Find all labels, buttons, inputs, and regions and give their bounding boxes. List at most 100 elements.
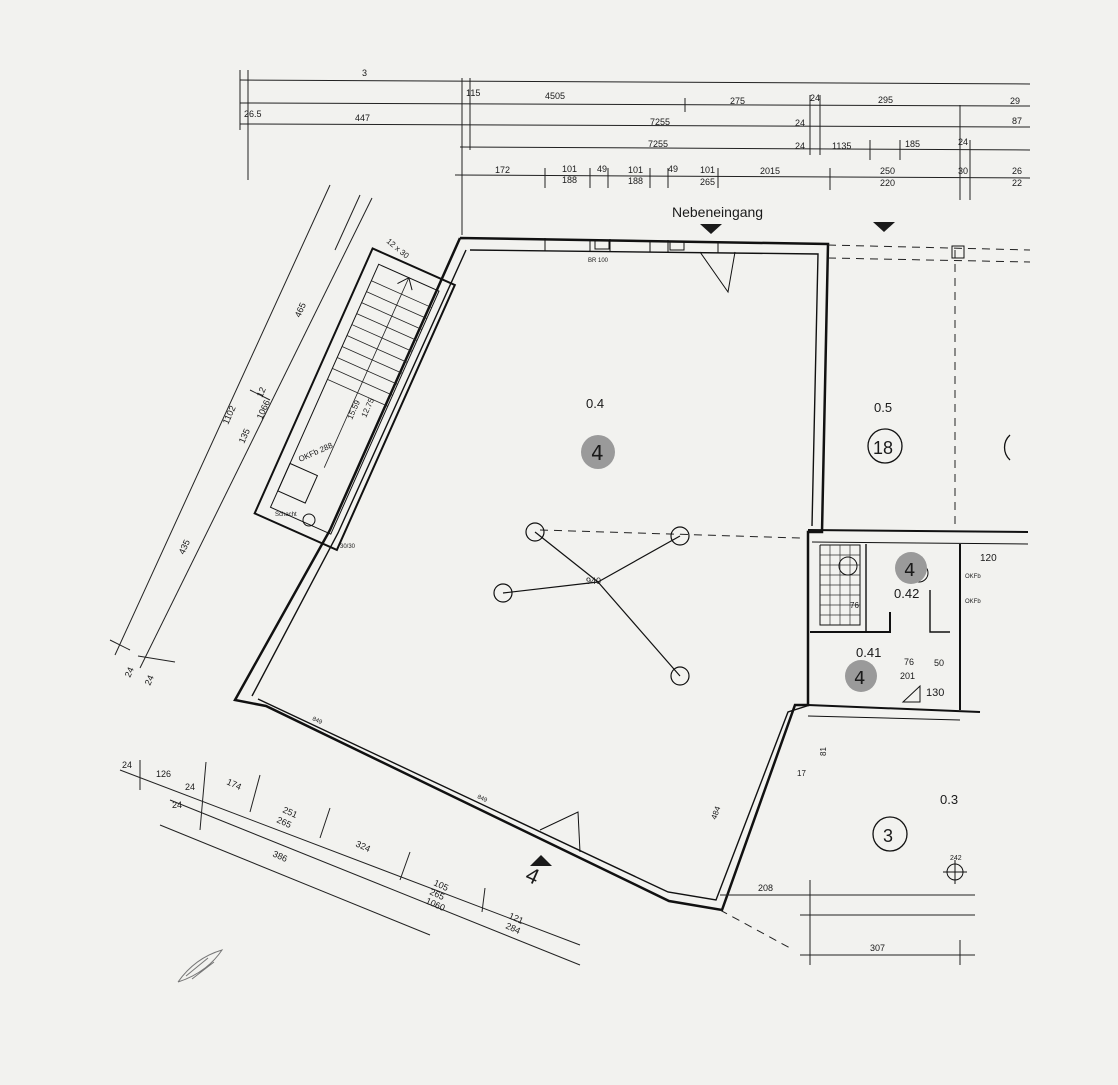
dim-top-4-9: 265 [700, 177, 715, 187]
dim-bottom-3: 24 [185, 782, 195, 792]
dim-left-8: 12 [255, 386, 268, 399]
dim-bottom-5: 24 [172, 800, 182, 810]
dim-top-3-3: 1135 [832, 141, 851, 151]
dim-top-2-1: 26.5 [244, 109, 262, 119]
dim-left-5: 435 [177, 538, 192, 556]
dim-top-1-6: 295 [878, 95, 893, 105]
light-fixtures [493, 522, 690, 686]
dim-top-1-3: 4505 [545, 91, 565, 101]
light-icon-4 [670, 666, 690, 686]
entrance-arrow-icon-2 [873, 222, 895, 232]
dim-right-6: 201 [900, 671, 915, 681]
light-icon-2 [670, 526, 690, 546]
misc-label-242: 242 [950, 855, 962, 862]
misc-label-okfb-2: OKFb [965, 599, 981, 605]
light-icon-3 [493, 583, 513, 603]
right-block-walls [807, 529, 1029, 721]
main-door-swing [539, 811, 581, 853]
room-badge-wc-label: 4 [854, 668, 865, 689]
main-room-area: 940 [586, 576, 601, 586]
dim-right-5: 50 [934, 658, 944, 668]
signature-mark [177, 949, 224, 983]
dim-top-3-1: 7255 [648, 139, 668, 149]
main-walls [233, 236, 830, 912]
dim-top-3-2: 24 [795, 141, 805, 151]
room-badge-side-label: 18 [873, 438, 893, 458]
left-dimension-labels: 465 1102 135 1066 435 24 24 12 [123, 301, 308, 687]
dim-bottom-9: 386 [271, 849, 289, 864]
dim-top-4-6: 188 [628, 176, 643, 186]
misc-label-76: 76 [850, 601, 859, 610]
window-label-door: 81 [819, 747, 828, 756]
stair-label-size: 30/30 [340, 544, 356, 550]
dim-top-4-11: 250 [880, 166, 895, 176]
dim-top-4-15: 22 [1012, 178, 1022, 188]
dim-top-2-5: 87 [1012, 116, 1022, 126]
stair-label-tread: 12.75 [360, 396, 377, 418]
left-dimension-chain [109, 184, 373, 669]
room-badge-side [867, 428, 903, 464]
dim-right-1: 208 [758, 883, 773, 893]
bottom-dimension-labels: 24 126 24 174 24 251 265 324 386 105 265… [122, 760, 525, 936]
dim-left-6: 24 [123, 666, 136, 679]
main-entrance-arrow-icon [530, 855, 552, 866]
shaft-icon [302, 513, 316, 527]
dim-top-1-4: 275 [730, 96, 745, 106]
dim-top-4-5: 101 [628, 165, 643, 175]
stair-label-rise: 15.59 [346, 398, 363, 420]
stair-label-okfb: OKFb 288 [297, 441, 334, 464]
dim-right-2: 307 [870, 943, 885, 953]
dim-top-4-10: 2015 [760, 166, 780, 176]
window-label-sw: 849 [311, 716, 323, 726]
dim-top-1-5: 24 [810, 93, 820, 103]
dim-top-4-7: 49 [668, 164, 678, 174]
dim-top-4-12: 220 [880, 178, 895, 188]
room-badge-corner [872, 816, 908, 852]
dim-bottom-1: 24 [122, 760, 132, 770]
sink-icon [838, 556, 858, 576]
dim-top-4-3: 188 [562, 175, 577, 185]
wall-labels: 849 849 484 81 [311, 716, 828, 820]
top-dimension-chains [239, 70, 1031, 235]
dim-top-4-8: 101 [700, 165, 715, 175]
room-badge-small-label: 4 [904, 560, 915, 581]
room-number-main: 0.4 [586, 396, 604, 411]
dim-bottom-2: 126 [156, 769, 171, 779]
dashed-lines [539, 244, 1031, 949]
window-label-se: 484 [709, 805, 722, 821]
dim-top-1-2: 115 [466, 88, 480, 98]
dim-bottom-8: 324 [354, 839, 372, 854]
stair-label-shaft: Schacht [275, 512, 297, 518]
right-lower-dims [720, 880, 975, 965]
dim-left-1: 465 [293, 301, 308, 319]
window-label-top: BR 100 [588, 258, 609, 264]
dim-top-3-5: 24 [958, 137, 968, 147]
section-marker: 4 [522, 862, 543, 890]
room-badge-wc [845, 660, 877, 692]
dim-top-2-2: 447 [355, 113, 370, 123]
dim-left-4: 1066 [255, 398, 272, 420]
misc-label-okfb-1: OKFb [965, 574, 981, 580]
level-marker-icon [943, 860, 967, 884]
room-badge-small [895, 552, 927, 584]
entrance-arrow-icon [700, 224, 722, 234]
dim-top-1-1: 3 [362, 68, 367, 78]
top-windows [544, 238, 719, 253]
stair-arrow-icon [901, 684, 921, 703]
light-icon-1 [525, 522, 545, 542]
dim-top-1-7: 29 [1010, 96, 1020, 106]
column-marker [951, 245, 965, 259]
misc-label-17: 17 [797, 769, 806, 778]
top-dimension-labels: 3 115 4505 275 24 295 29 26.5 447 7255 2… [244, 68, 1022, 188]
window-label-s: 849 [476, 794, 488, 804]
entrance-label: Nebeneingang [672, 204, 763, 220]
bottom-dimension-chain [119, 760, 581, 966]
room-badge-main-label: 4 [591, 441, 604, 465]
dim-top-4-13: 30 [958, 166, 968, 176]
dim-top-3-4: 185 [905, 139, 920, 149]
dim-right-3: 120 [980, 553, 997, 564]
room-number-side: 0.5 [874, 400, 892, 415]
stair-labels: 15.59 12.75 OKFb 288 Schacht 30/30 [275, 396, 376, 550]
